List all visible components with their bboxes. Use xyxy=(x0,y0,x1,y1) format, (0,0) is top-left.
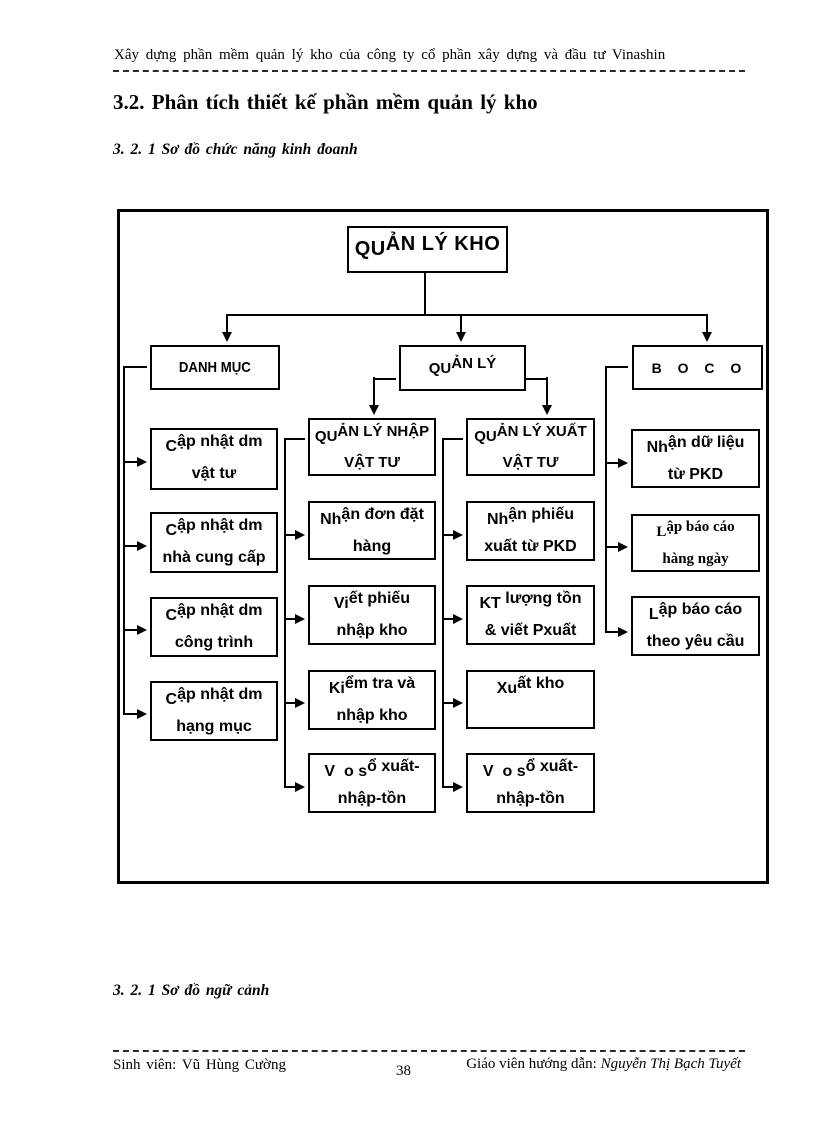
footer-supervisor: Giáo viên hướng dẫn: Nguyễn Thị Bạch Tuy… xyxy=(466,1056,741,1073)
diagram-box-nhan-phieu-xuat-tu-pkd: Nhận phiếu xuất từ PKD xyxy=(466,501,595,561)
subsection-title: 3. 2. 1 Sơ đồ chức năng kinh đoanh xyxy=(113,141,358,158)
arrowheads xyxy=(137,332,712,792)
diagram-box-vao-so-xuat-nhap-ton-xuat: V o sổ xuất- nhập-tồn xyxy=(466,753,595,813)
diagram-box-cap-nhat-dm-hang-muc: Cập nhật dm hạng mục xyxy=(150,681,278,741)
diagram-box-danh-muc: DANH MỤC xyxy=(150,345,280,390)
diagram-box-cap-nhat-dm-cong-trinh: Cập nhật dm công trình xyxy=(150,597,278,657)
diagram-box-vao-so-xuat-nhap-ton-nhap: V o sổ xuất- nhập-tồn xyxy=(308,753,436,813)
diagram-box-cap-nhat-dm-vat-tu: Cập nhật dm vật tư xyxy=(150,428,278,490)
footer-student: Sinh viên: Vũ Hùng Cường xyxy=(113,1057,286,1073)
header-divider xyxy=(113,70,745,72)
section-title: 3.2. Phân tích thiết kế phần mềm quản lý… xyxy=(113,90,538,114)
diagram-box-quan-ly-nhap-vat-tu: QUẢN LÝ NHẬP VẬT TƯ xyxy=(308,418,436,476)
diagram-box-cap-nhat-dm-nha-cung-cap: Cập nhật dm nhà cung cấp xyxy=(150,512,278,573)
diagram-box-bao-cao: B O C O xyxy=(632,345,763,390)
running-header: Xây dựng phần mềm quản lý kho của công t… xyxy=(114,47,666,63)
footer-page-number: 38 xyxy=(396,1063,411,1079)
diagram-box-viet-phieu-nhap-kho: Viết phiếu nhập kho xyxy=(308,585,436,645)
bottom-subsection-title: 3. 2. 1 Sơ đồ ngữ cảnh xyxy=(113,982,270,999)
diagram-box-quan-ly-xuat-vat-tu: QUẢN LÝ XUẤT VẬT TƯ xyxy=(466,418,595,476)
diagram-box-lap-bao-cao-theo-yeu-cau: Lập báo cáo theo yêu cầu xyxy=(631,596,760,656)
diagram-box-kiem-tra-va-nhap-kho: Kiểm tra và nhập kho xyxy=(308,670,436,730)
diagram-box-xuat-kho: Xuất kho xyxy=(466,670,595,729)
diagram-connectors xyxy=(123,270,712,792)
diagram-box-nhan-du-lieu-tu-pkd: Nhận dữ liệu từ PKD xyxy=(631,429,760,488)
footer-supervisor-label: Giáo viên hướng dẫn: xyxy=(466,1056,601,1072)
diagram-box-lap-bao-cao-hang-ngay: Lập báo cáo hàng ngày xyxy=(631,514,760,572)
diagram-box-nhan-don-dat-hang: Nhận đơn đặt hàng xyxy=(308,501,436,560)
footer-supervisor-name: Nguyễn Thị Bạch Tuyết xyxy=(600,1056,741,1072)
diagram-box-kt-luong-ton-viet-pxuat: KT lượng tồn & viết Pxuất xyxy=(466,585,595,645)
footer-divider xyxy=(113,1050,745,1052)
